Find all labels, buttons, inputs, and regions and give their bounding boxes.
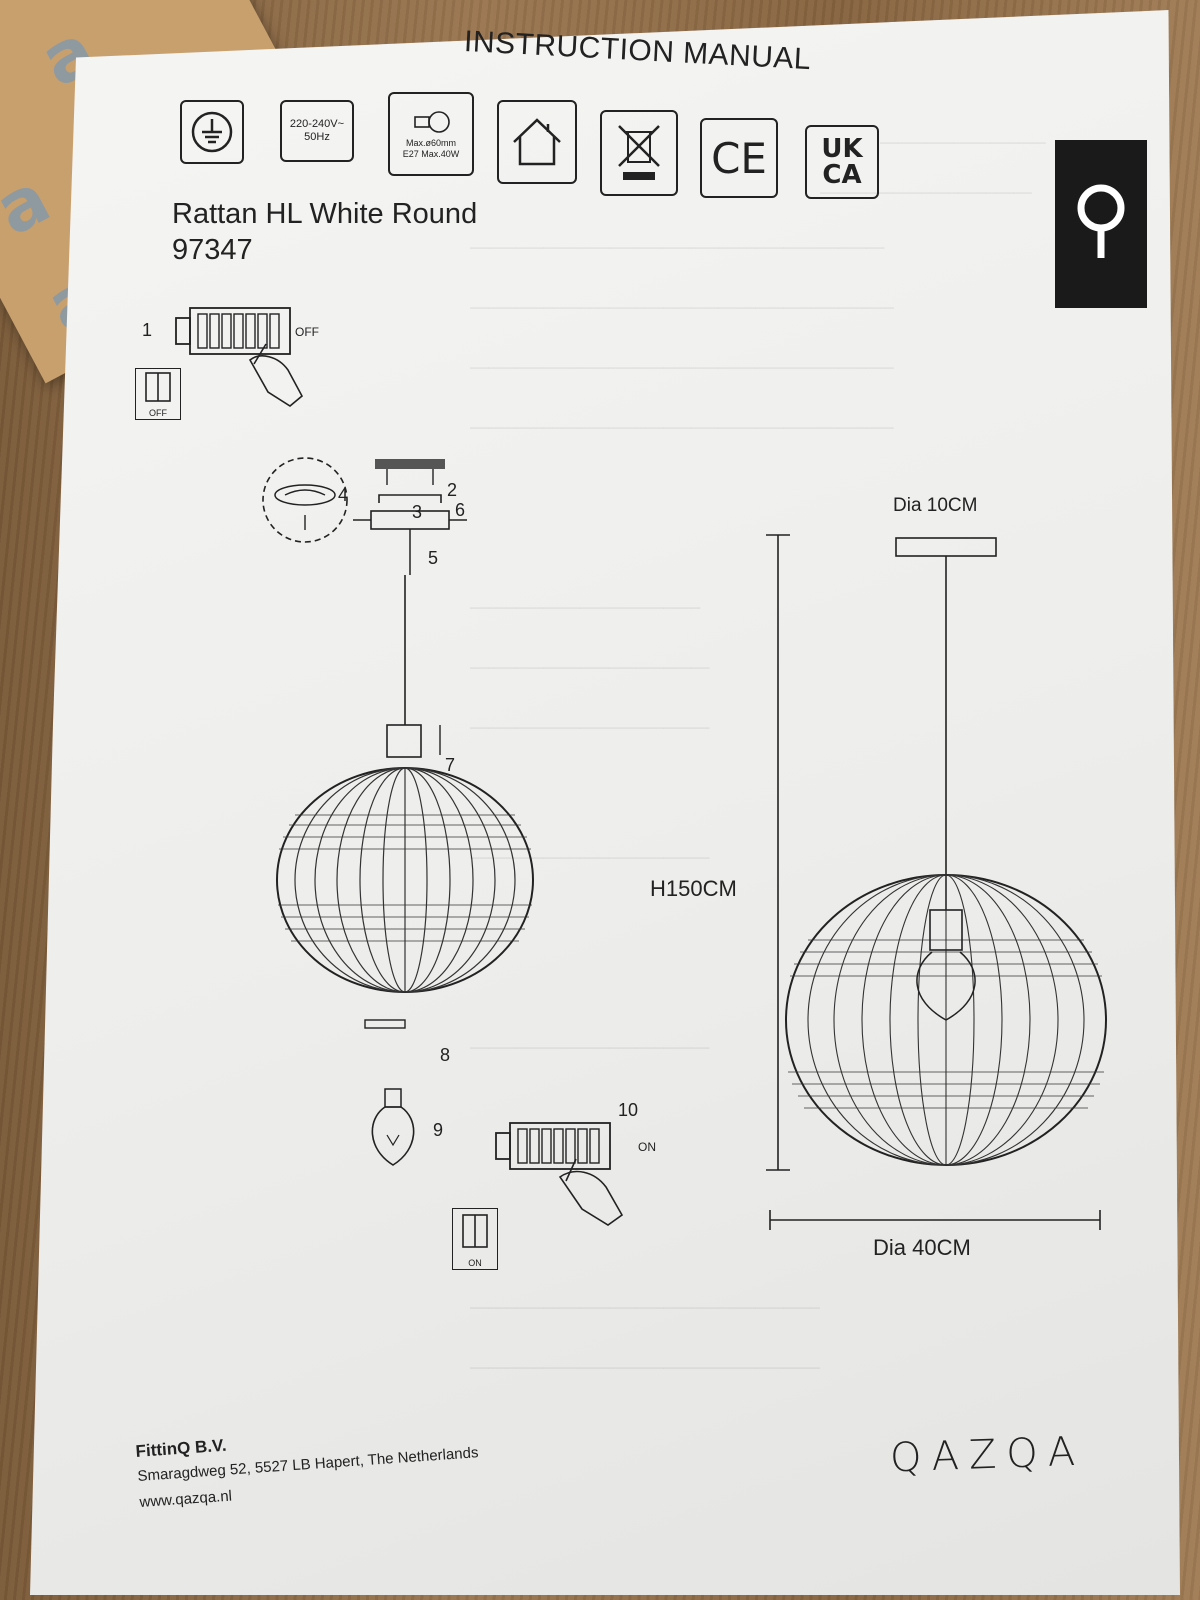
ce-mark-text: CE: [711, 133, 767, 183]
step-number: 1: [142, 320, 153, 340]
ukca-top: UK: [821, 134, 863, 164]
pendant-lamp-assembly-illustration: [276, 575, 534, 1029]
on-label: ON: [638, 1140, 656, 1154]
company-website: www.qazqa.nl: [139, 1487, 233, 1511]
product-name: Rattan HL White Round: [172, 198, 478, 230]
show-through-text: ────────────────────────────────────────…: [470, 300, 894, 315]
breaker-switch-illustration: [175, 307, 304, 407]
show-through-text: ──────────────────────────────────────: [470, 1300, 820, 1315]
step-number: 2: [447, 480, 458, 500]
step-number: 4: [338, 485, 349, 505]
step-number: 9: [433, 1120, 444, 1140]
show-through-text: ───────────────────────: [820, 185, 1032, 200]
page-title: INSTRUCTION MANUAL: [463, 25, 812, 77]
voltage-value: 220-240V~: [289, 118, 345, 130]
indoor-use-house-icon: [497, 100, 577, 184]
earth-ground-icon: [180, 100, 244, 164]
on-switch-icon: ON: [452, 1208, 498, 1270]
light-bulb-illustration: [371, 1088, 415, 1166]
step-number: 7: [445, 755, 456, 775]
off-label: OFF: [295, 325, 319, 339]
step-number: 10: [618, 1100, 639, 1120]
instruction-sheet: [30, 10, 1180, 1595]
step-number: 3: [412, 502, 423, 522]
show-through-text: ─────────────────────────: [470, 600, 701, 615]
qazqa-q-icon: [1077, 184, 1125, 258]
on-switch-label: ON: [468, 1258, 482, 1268]
show-through-text: ──────────────────: [880, 135, 1046, 150]
off-switch-icon: OFF: [135, 368, 181, 420]
step-number: 8: [440, 1045, 451, 1065]
qazqa-wordmark: QAZQA: [889, 1428, 1086, 1482]
ukca-mark-icon: UK CA: [805, 125, 879, 199]
off-switch-label: OFF: [149, 408, 167, 418]
show-through-text: ────────────────────────────────────────…: [470, 240, 885, 255]
show-through-text: ──────────────────────────: [470, 720, 710, 735]
canopy-diameter-label: Dia 10CM: [893, 495, 978, 516]
lamp-dimension-drawing: [766, 534, 1107, 1230]
product-code: 97347: [172, 234, 253, 266]
show-through-text: ──────────────────────────: [470, 660, 710, 675]
ceiling-mount-assembly-illustration: [262, 457, 467, 575]
ce-mark-icon: CE: [700, 118, 778, 198]
ukca-bottom: CA: [822, 160, 862, 190]
bulb-size-text: Max.ø60mm: [405, 137, 456, 148]
bulb-socket-text: E27 Max.40W: [402, 148, 460, 159]
show-through-text: ──────────────────────────────────────: [470, 1360, 820, 1375]
show-through-text: ──────────────────────────: [470, 1040, 710, 1055]
step-number: 5: [428, 548, 439, 568]
shade-diameter-label: Dia 40CM: [873, 1235, 971, 1260]
voltage-rating-icon: 220-240V~ 50Hz: [280, 100, 354, 162]
brand-logo-block: [1055, 140, 1147, 308]
weee-crossed-bin-icon: [600, 110, 678, 196]
frequency-value: 50Hz: [304, 131, 330, 143]
step-number: 6: [455, 500, 466, 520]
breaker-switch-on-illustration: [495, 1122, 624, 1226]
show-through-text: ────────────────────────────────────────…: [470, 360, 894, 375]
company-name: FittinQ B.V.: [135, 1435, 228, 1461]
bulb-spec-icon: Max.ø60mm E27 Max.40W: [388, 92, 474, 176]
show-through-text: ────────────────────────────────────────…: [470, 420, 894, 435]
height-label: H150CM: [650, 876, 737, 901]
